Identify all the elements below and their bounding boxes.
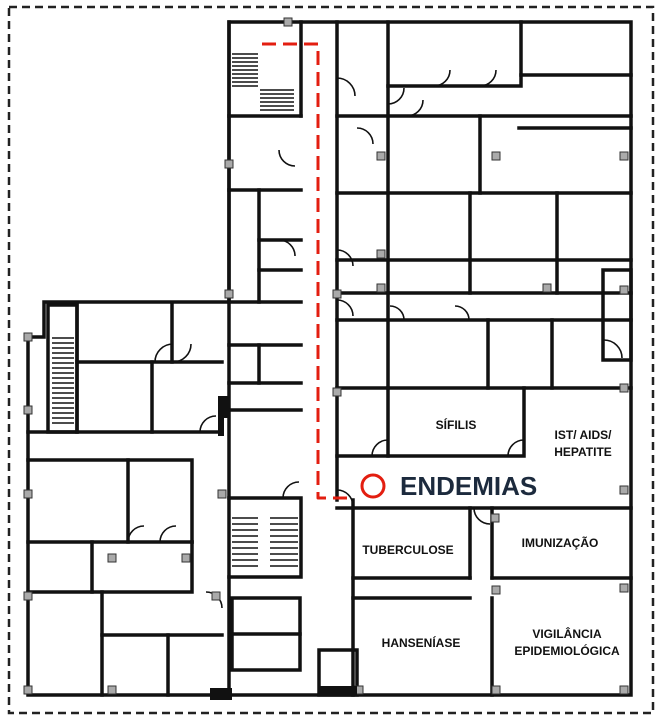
destination-label: ENDEMIAS xyxy=(400,471,537,501)
room-label-tuberculose: TUBERCULOSE xyxy=(362,543,453,557)
room-label-imunizacao: IMUNIZAÇÃO xyxy=(522,535,599,550)
route-path xyxy=(262,42,352,500)
stairs xyxy=(52,53,298,567)
destination-marker xyxy=(360,473,386,499)
building-walls xyxy=(26,20,633,697)
doors xyxy=(127,69,623,609)
site-boundary xyxy=(7,5,655,715)
room-label-hanseniase: HANSENÍASE xyxy=(382,635,461,650)
room-label-sifilis: SÍFILIS xyxy=(436,417,477,432)
room-label-ist-aids-hepatite: IST/ AIDS/HEPATITE xyxy=(554,428,612,459)
columns xyxy=(23,17,629,695)
wall-blocks xyxy=(210,396,357,700)
